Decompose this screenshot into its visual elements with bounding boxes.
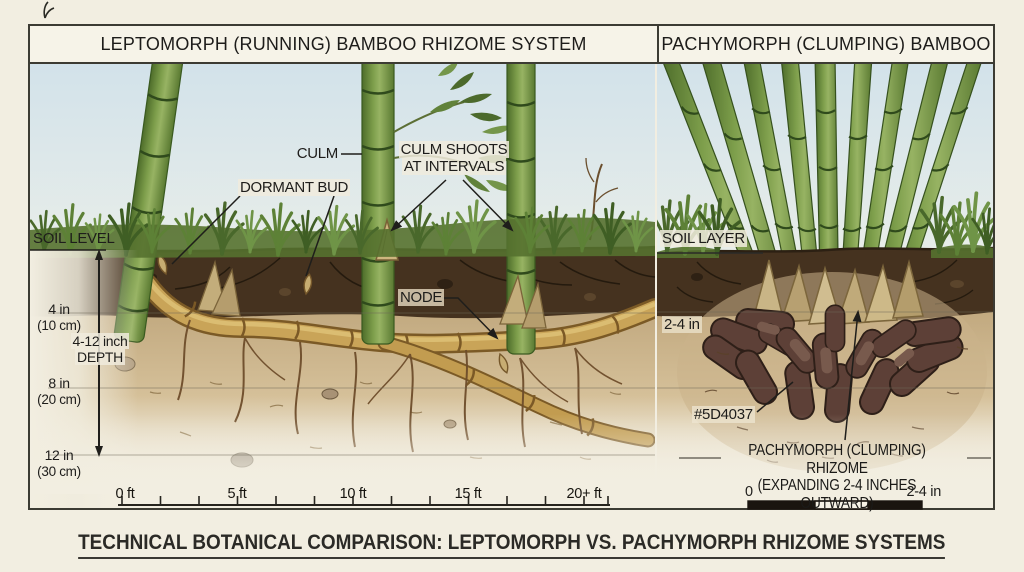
dormant-bud-label: DORMANT BUD [238,179,351,196]
ruler-label-5ft: 5 ft [227,486,247,502]
pachymorph-rhizome-caption: PACHYMORPH (CLUMPING) RHIZOME (EXPANDING… [748,442,926,512]
ruler-label-20ft: 20+ ft [566,486,602,502]
culm-right [499,62,547,355]
soil-layer-label: SOIL LAYER [660,230,747,247]
culm-shoots-label: CULM SHOOTS AT INTERVALS [398,141,510,175]
depth-tick-12in: 12 in (30 cm) [37,447,81,479]
node-label: NODE [398,289,445,306]
ruler-label-0ft: 0 ft [115,486,135,502]
right-panel-title: PACHYMORPH (CLUMPING) BAMBOO [661,33,991,54]
panel-titles: LEPTOMORPH (RUNNING) BAMBOO RHIZOME SYST… [30,26,993,64]
leptomorph-illustration [30,62,655,508]
ruler-label-10ft: 10 ft [339,486,367,502]
depth-gridlines [48,312,655,456]
depth-range-label: 4-12 inch DEPTH [70,333,130,365]
footer-caption: TECHNICAL BOTANICAL COMPARISON: LEPTOMOR… [0,530,1024,559]
ruler-label-15ft: 15 ft [454,486,482,502]
culm-label: CULM [296,145,339,162]
depth-tick-8in: 8 in (20 cm) [37,375,81,407]
culm-sheath [211,267,241,317]
scale-bar-start-label: 0 [745,484,753,500]
pachymorph-illustration [657,62,993,494]
grass [657,191,993,258]
left-panel-title: LEPTOMORPH (RUNNING) BAMBOO RHIZOME SYST… [30,26,659,62]
bottom-fade [657,414,993,494]
color-code-label: #5D4037 [692,406,755,423]
depth-2-4in-label: 2-4 in [662,316,702,333]
scale-bar-end-label: 2-4 in [906,484,942,500]
decorative-sprig [43,1,55,19]
bottom-fade [30,414,655,494]
depth-gridlines [657,311,993,389]
diagram-frame: LEPTOMORPH (RUNNING) BAMBOO RHIZOME SYST… [28,24,995,510]
soil-level-label: SOIL LEVEL [33,230,115,247]
depth-tick-4in: 4 in (10 cm) [37,301,81,333]
